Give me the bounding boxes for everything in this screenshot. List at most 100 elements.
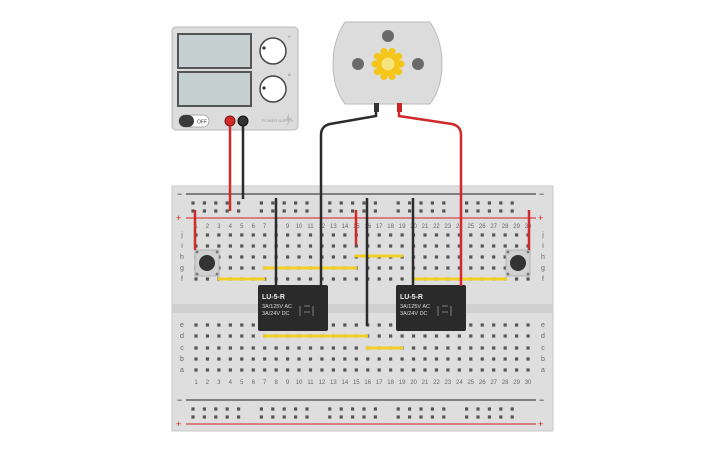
strip-hole[interactable] — [457, 266, 461, 270]
strip-hole[interactable] — [251, 368, 255, 372]
strip-hole[interactable] — [343, 323, 347, 327]
rail-hole[interactable] — [465, 209, 469, 213]
dc-motor[interactable] — [332, 21, 443, 112]
board-wires[interactable] — [193, 198, 531, 326]
rail-hole[interactable] — [373, 415, 377, 419]
voltage-knob[interactable]: V — [259, 34, 291, 65]
rail-hole[interactable] — [373, 407, 377, 411]
motor-terminal-positive[interactable] — [397, 103, 402, 112]
strip-hole[interactable] — [446, 334, 450, 338]
strip-hole[interactable] — [400, 244, 404, 248]
strip-hole[interactable] — [469, 368, 473, 372]
rail-hole[interactable] — [328, 407, 332, 411]
strip-hole[interactable] — [343, 244, 347, 248]
strip-hole[interactable] — [217, 244, 221, 248]
strip-hole[interactable] — [492, 346, 496, 350]
rail-hole[interactable] — [465, 407, 469, 411]
strip-hole[interactable] — [343, 255, 347, 259]
relay-left[interactable]: LU-5-R 3A/125V AC 3A/24V DC — [258, 285, 328, 331]
strip-hole[interactable] — [446, 244, 450, 248]
rail-hole[interactable] — [191, 201, 195, 205]
rail-hole[interactable] — [328, 201, 332, 205]
rail-hole[interactable] — [408, 415, 412, 419]
strip-hole[interactable] — [354, 368, 358, 372]
rail-hole[interactable] — [396, 209, 400, 213]
strip-hole[interactable] — [480, 266, 484, 270]
strip-hole[interactable] — [228, 357, 232, 361]
strip-hole[interactable] — [331, 368, 335, 372]
strip-hole[interactable] — [228, 368, 232, 372]
strip-hole[interactable] — [286, 255, 290, 259]
strip-hole[interactable] — [286, 357, 290, 361]
rail-hole[interactable] — [419, 209, 423, 213]
strip-hole[interactable] — [526, 277, 530, 281]
rail-hole[interactable] — [282, 415, 286, 419]
strip-hole[interactable] — [457, 334, 461, 338]
strip-hole[interactable] — [515, 233, 519, 237]
strip-hole[interactable] — [331, 323, 335, 327]
strip-hole[interactable] — [308, 255, 313, 259]
strip-hole[interactable] — [354, 277, 358, 281]
strip-hole[interactable] — [434, 255, 439, 259]
rail-hole[interactable] — [191, 209, 195, 213]
strip-hole[interactable] — [434, 244, 439, 248]
strip-hole[interactable] — [423, 255, 427, 259]
power-supply[interactable]: V A OFF POWER SUPPLY — [171, 26, 299, 131]
strip-hole[interactable] — [263, 368, 267, 372]
rail-hole[interactable] — [282, 407, 286, 411]
strip-hole[interactable] — [503, 323, 507, 327]
rail-hole[interactable] — [214, 415, 218, 419]
strip-hole[interactable] — [503, 368, 507, 372]
strip-hole[interactable] — [446, 255, 450, 259]
rail-hole[interactable] — [294, 415, 298, 419]
rail-hole[interactable] — [202, 209, 206, 213]
rail-hole[interactable] — [465, 201, 469, 205]
strip-hole[interactable] — [228, 334, 232, 338]
strip-hole[interactable] — [503, 357, 507, 361]
strip-hole[interactable] — [492, 357, 496, 361]
rail-hole[interactable] — [202, 407, 206, 411]
strip-hole[interactable] — [515, 334, 519, 338]
strip-hole[interactable] — [389, 244, 393, 248]
strip-hole[interactable] — [423, 368, 427, 372]
strip-hole[interactable] — [286, 244, 290, 248]
strip-hole[interactable] — [492, 255, 496, 259]
strip-hole[interactable] — [297, 255, 301, 259]
strip-hole[interactable] — [492, 334, 496, 338]
breadboard-holes[interactable] — [191, 201, 530, 419]
strip-hole[interactable] — [251, 323, 255, 327]
strip-hole[interactable] — [526, 368, 530, 372]
rail-hole[interactable] — [476, 415, 480, 419]
strip-hole[interactable] — [469, 323, 473, 327]
strip-hole[interactable] — [503, 233, 507, 237]
rail-hole[interactable] — [225, 209, 229, 213]
strip-hole[interactable] — [434, 266, 439, 270]
rail-hole[interactable] — [476, 407, 480, 411]
rail-hole[interactable] — [237, 415, 241, 419]
strip-hole[interactable] — [457, 255, 461, 259]
rail-hole[interactable] — [499, 407, 503, 411]
rail-hole[interactable] — [510, 201, 514, 205]
strip-hole[interactable] — [389, 233, 393, 237]
strip-hole[interactable] — [400, 357, 404, 361]
rail-hole[interactable] — [259, 209, 263, 213]
rail-hole[interactable] — [339, 415, 343, 419]
strip-hole[interactable] — [354, 323, 358, 327]
strip-hole[interactable] — [446, 357, 450, 361]
strip-hole[interactable] — [263, 346, 267, 350]
rail-hole[interactable] — [362, 201, 366, 205]
strip-hole[interactable] — [377, 323, 381, 327]
strip-hole[interactable] — [308, 346, 313, 350]
strip-hole[interactable] — [286, 346, 290, 350]
strip-hole[interactable] — [343, 357, 347, 361]
strip-hole[interactable] — [343, 346, 347, 350]
strip-hole[interactable] — [457, 233, 461, 237]
strip-hole[interactable] — [240, 346, 244, 350]
strip-hole[interactable] — [377, 233, 381, 237]
strip-hole[interactable] — [366, 368, 370, 372]
strip-hole[interactable] — [240, 255, 244, 259]
strip-hole[interactable] — [251, 266, 255, 270]
strip-hole[interactable] — [274, 368, 278, 372]
strip-hole[interactable] — [526, 334, 530, 338]
strip-hole[interactable] — [492, 266, 496, 270]
